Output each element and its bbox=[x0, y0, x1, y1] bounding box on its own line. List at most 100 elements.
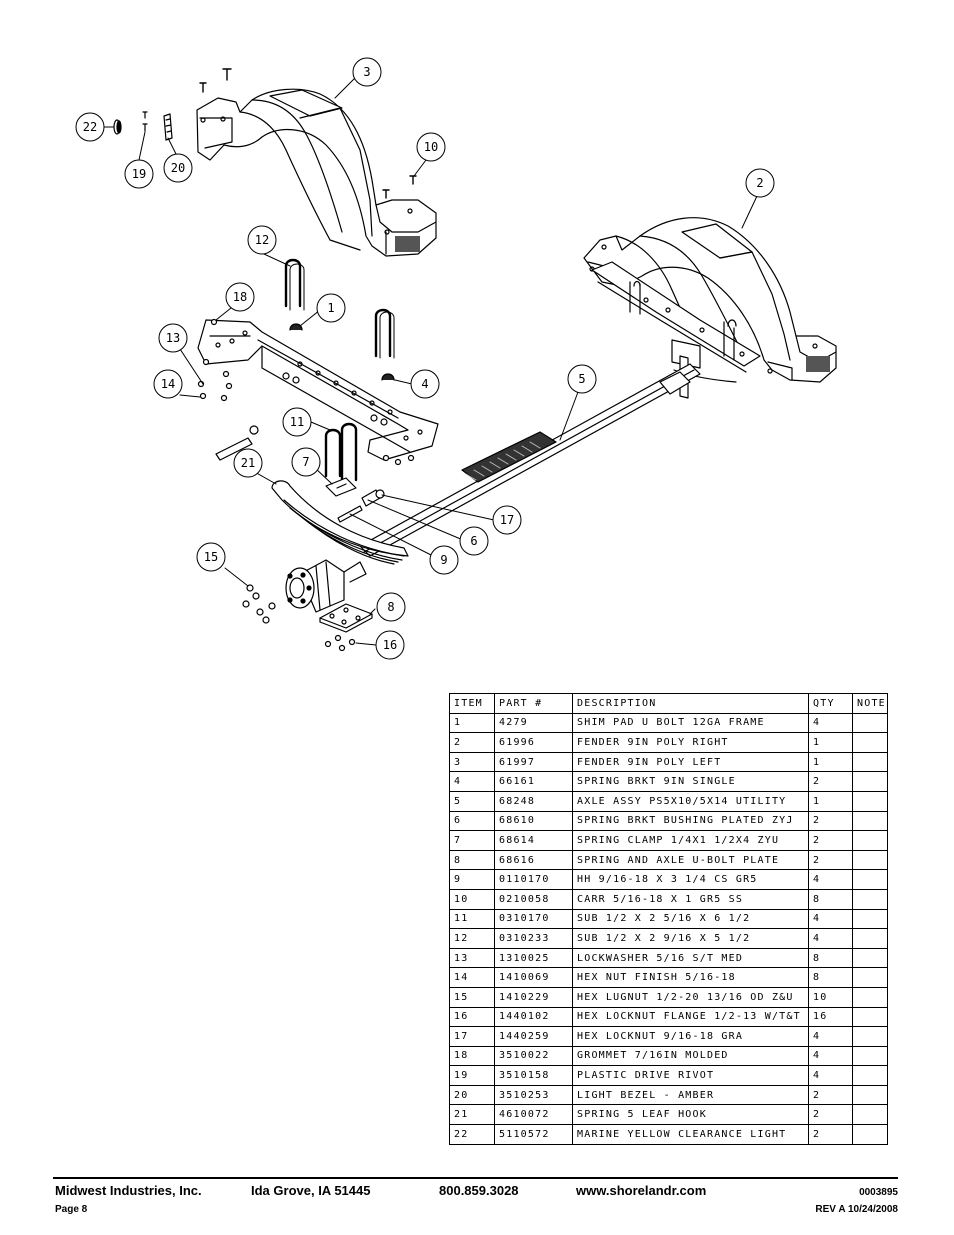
cell-item: 13 bbox=[449, 947, 495, 969]
cell-part-number: 0110170 bbox=[494, 869, 573, 890]
callout-label-3: 3 bbox=[363, 65, 370, 79]
cell-note bbox=[852, 1065, 888, 1086]
cell-description: SPRING AND AXLE U-BOLT PLATE bbox=[572, 849, 809, 871]
cell-part-number: 1440102 bbox=[494, 1006, 573, 1028]
cell-description: HEX NUT FINISH 5/16-18 bbox=[572, 967, 809, 988]
cell-description: HEX LOCKNUT FLANGE 1/2-13 W/T&T bbox=[572, 1006, 809, 1028]
callout-3 bbox=[352, 57, 382, 87]
cell-note bbox=[852, 751, 888, 773]
header-description: DESCRIPTION bbox=[572, 693, 809, 714]
cell-note bbox=[852, 967, 888, 988]
cell-item: 17 bbox=[449, 1026, 495, 1047]
callout-10 bbox=[416, 132, 446, 162]
cell-description: AXLE ASSY PS5X10/5X14 UTILITY bbox=[572, 790, 809, 812]
callout-21 bbox=[233, 448, 263, 478]
u-bolt-plate bbox=[319, 603, 373, 652]
callout-label-11: 11 bbox=[290, 415, 304, 429]
callout-9 bbox=[429, 545, 459, 575]
cell-qty: 2 bbox=[808, 1084, 853, 1106]
callout-label-15: 15 bbox=[204, 550, 218, 564]
callout-label-19: 19 bbox=[132, 167, 146, 181]
cell-part-number: 3510022 bbox=[494, 1045, 573, 1067]
cell-item: 5 bbox=[449, 790, 495, 812]
cell-description: SUB 1/2 X 2 5/16 X 6 1/2 bbox=[572, 908, 809, 930]
cell-qty: 8 bbox=[808, 888, 853, 910]
callout-label-21: 21 bbox=[241, 456, 255, 470]
wheel-hub bbox=[285, 559, 367, 613]
callout-label-20: 20 bbox=[171, 161, 185, 175]
callout-16 bbox=[375, 630, 405, 660]
header-item: ITEM bbox=[449, 693, 495, 714]
cell-qty: 2 bbox=[808, 810, 853, 832]
cell-part-number: 3510253 bbox=[494, 1084, 573, 1106]
cell-part-number: 68610 bbox=[494, 810, 573, 832]
left-fender bbox=[196, 68, 437, 257]
cell-qty: 4 bbox=[808, 1065, 853, 1086]
cell-part-number: 66161 bbox=[494, 771, 573, 792]
cell-part-number: 68614 bbox=[494, 830, 573, 851]
footer-company: Midwest Industries, Inc. bbox=[55, 1183, 202, 1198]
left-spring-bracket bbox=[197, 319, 439, 461]
cell-item: 14 bbox=[449, 967, 495, 988]
footer-website[interactable]: www.shorelandr.com bbox=[576, 1183, 707, 1198]
cell-item: 10 bbox=[449, 888, 495, 910]
callout-label-2: 2 bbox=[756, 176, 763, 190]
cell-part-number: 4279 bbox=[494, 712, 573, 734]
cell-item: 11 bbox=[449, 908, 495, 930]
cell-part-number: 61997 bbox=[494, 751, 573, 773]
callout-1 bbox=[316, 293, 346, 323]
leaf-spring bbox=[271, 480, 409, 565]
cell-qty: 2 bbox=[808, 1104, 853, 1126]
cell-note bbox=[852, 1026, 888, 1047]
cell-description: HEX LUGNUT 1/2-20 13/16 OD Z&U bbox=[572, 986, 809, 1008]
callout-11 bbox=[282, 407, 312, 437]
cell-part-number: 3510158 bbox=[494, 1065, 573, 1086]
callout-label-7: 7 bbox=[302, 455, 309, 469]
cell-note bbox=[852, 712, 888, 734]
cell-item: 7 bbox=[449, 830, 495, 851]
cell-note bbox=[852, 947, 888, 969]
cell-note bbox=[852, 908, 888, 930]
cell-note bbox=[852, 928, 888, 949]
cell-description: HEX LOCKNUT 9/16-18 GRA bbox=[572, 1026, 809, 1047]
footer-city: Ida Grove, IA 51445 bbox=[251, 1183, 371, 1198]
callout-label-5: 5 bbox=[578, 372, 585, 386]
callout-label-10: 10 bbox=[424, 140, 438, 154]
cell-note bbox=[852, 732, 888, 753]
cell-description: PLASTIC DRIVE RIVOT bbox=[572, 1065, 809, 1086]
callout-4 bbox=[410, 369, 440, 399]
cell-item: 1 bbox=[449, 712, 495, 734]
cell-description: HH 9/16-18 X 3 1/4 CS GR5 bbox=[572, 869, 809, 890]
cell-item: 16 bbox=[449, 1006, 495, 1028]
cell-part-number: 1410229 bbox=[494, 986, 573, 1008]
cell-qty: 4 bbox=[808, 1026, 853, 1047]
cell-part-number: 4610072 bbox=[494, 1104, 573, 1126]
cell-qty: 2 bbox=[808, 1124, 853, 1145]
cell-description: SPRING BRKT BUSHING PLATED ZYJ bbox=[572, 810, 809, 832]
footer-rule bbox=[53, 1177, 898, 1179]
callout-label-6: 6 bbox=[470, 534, 477, 548]
callouts bbox=[75, 57, 775, 660]
cell-note bbox=[852, 830, 888, 851]
callout-labels: 3 22 19 20 10 2 12 18 1 13 14 4 5 11 21 … bbox=[83, 65, 764, 652]
cell-qty: 2 bbox=[808, 771, 853, 792]
callout-label-18: 18 bbox=[233, 290, 247, 304]
callout-7 bbox=[291, 447, 321, 477]
footer-doc-number: 0003895 bbox=[859, 1187, 898, 1198]
cell-item: 19 bbox=[449, 1065, 495, 1086]
